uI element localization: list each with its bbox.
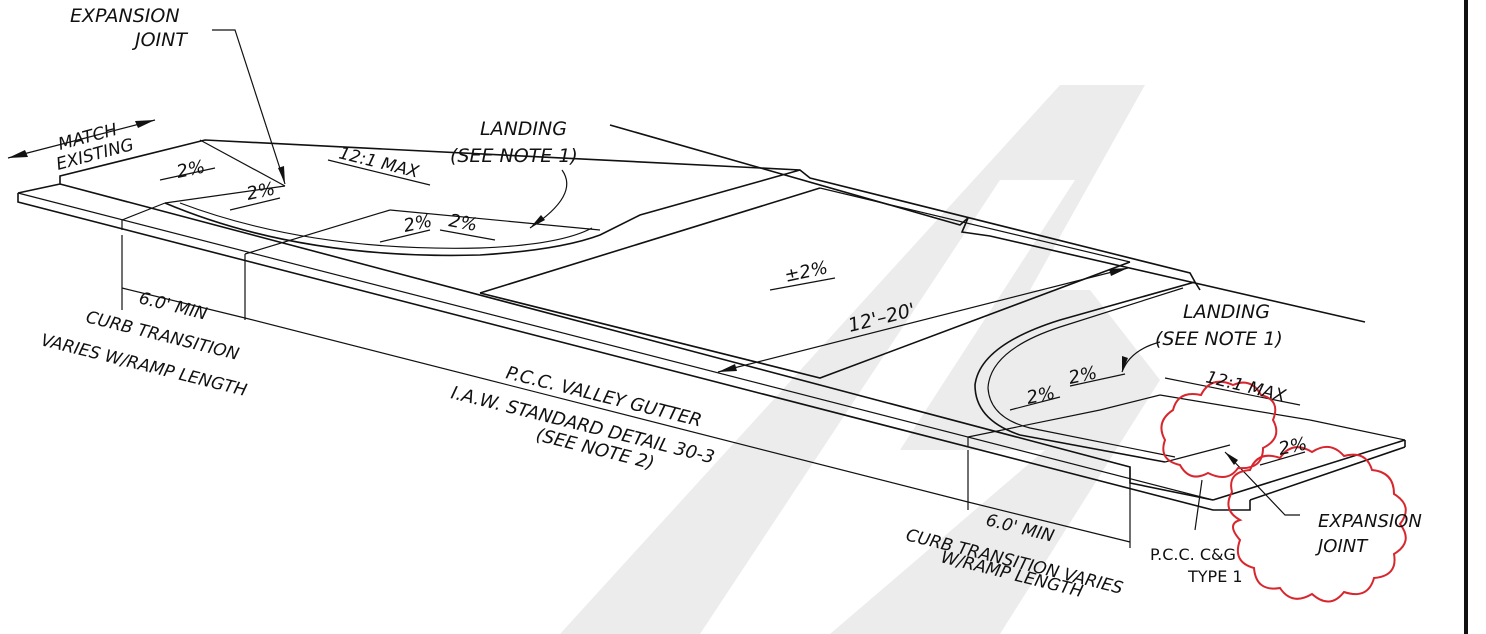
pcc-cg-label: P.C.C. C&G <box>1150 545 1236 564</box>
expansion-joint-right-line2: JOINT <box>1315 536 1369 557</box>
landing-label-right: LANDING <box>1183 301 1270 323</box>
landing-label-left: LANDING <box>480 118 567 140</box>
ratio-label-right: 12:1 MAX <box>1204 367 1288 406</box>
expansion-joint-left-line2: JOINT <box>131 29 188 51</box>
slope-pm-label: ±2% <box>783 257 830 287</box>
slope-label-7: 2% <box>1277 433 1309 459</box>
slope-label-2: 2% <box>245 178 277 204</box>
watermark <box>560 85 1160 634</box>
dimension-lines <box>7 29 1301 548</box>
min-6-left: 6.0' MIN <box>137 288 210 324</box>
expansion-joint-left-line1: EXPANSION <box>70 5 180 27</box>
see-note-1-left: (SEE NOTE 1) <box>450 145 578 167</box>
type-1-label: TYPE 1 <box>1187 567 1243 586</box>
slab-outline <box>17 124 1406 511</box>
expansion-joint-right-line1: EXPANSION <box>1318 511 1422 532</box>
slope-arrows <box>159 167 1306 466</box>
slope-label-1: 2% <box>175 156 207 182</box>
slope-label-4: 2% <box>447 210 479 236</box>
see-note-1-right: (SEE NOTE 1) <box>1155 328 1283 350</box>
slope-label-3: 2% <box>402 210 434 236</box>
revision-clouds <box>1160 380 1407 603</box>
